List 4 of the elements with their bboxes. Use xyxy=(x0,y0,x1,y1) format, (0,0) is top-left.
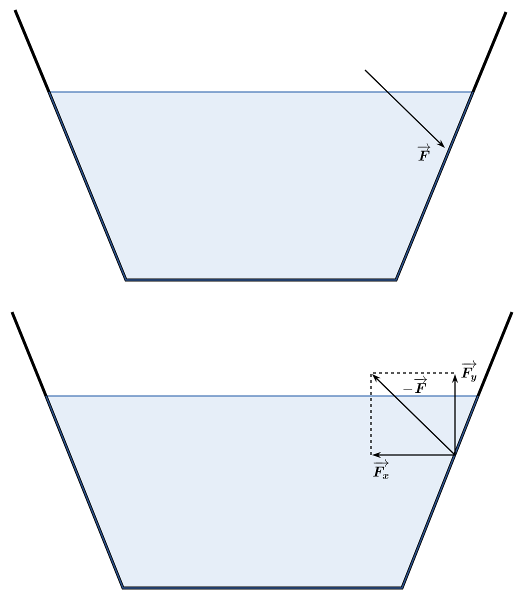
force-label: $\overrightarrow{\boldsymbol{F_y}}$ xyxy=(461,360,477,382)
force-label: $-\overrightarrow{\boldsymbol{F}}$ xyxy=(403,376,427,393)
force-label: $\overrightarrow{\boldsymbol{F_x}}$ xyxy=(373,459,389,479)
force-label: $\overrightarrow{\boldsymbol{F}}$ xyxy=(418,143,430,161)
